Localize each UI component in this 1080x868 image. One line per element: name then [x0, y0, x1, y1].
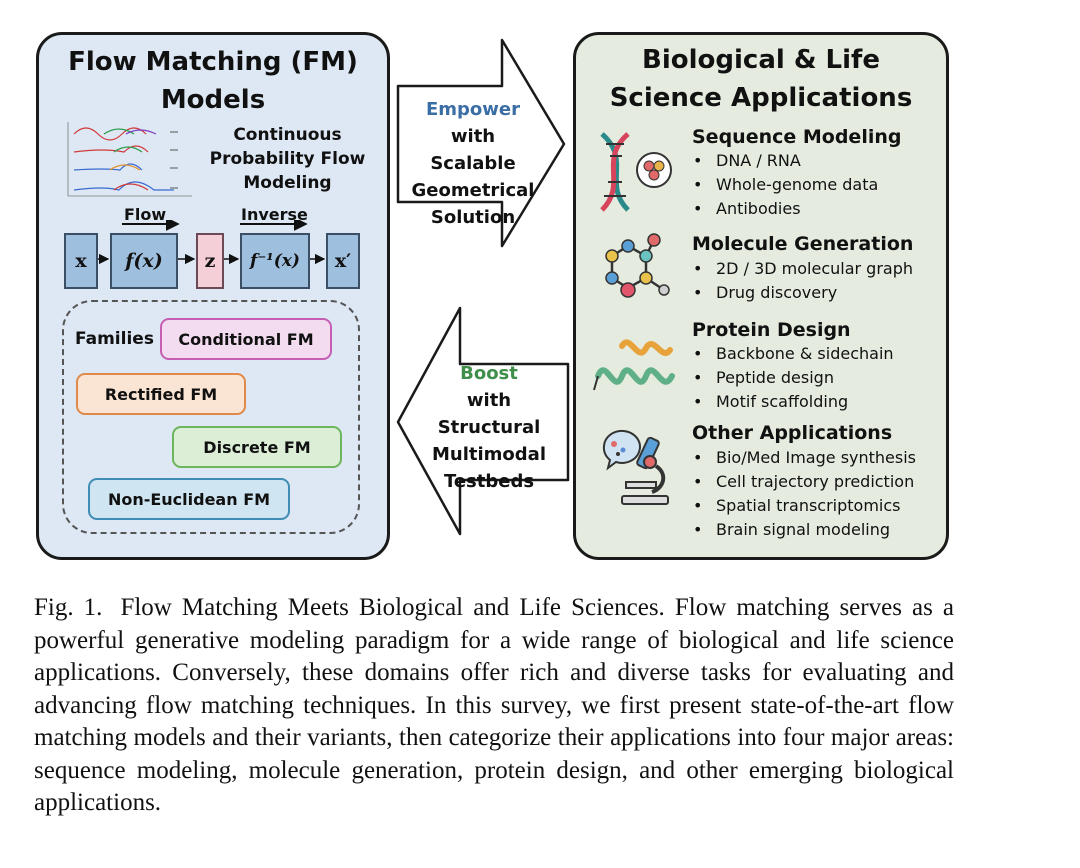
category-other-applications: Other Applications — [692, 422, 893, 444]
boost-line3: Multimodal — [432, 444, 546, 465]
protein-design-list: Backbone & sidechain Peptide design Moti… — [692, 342, 894, 414]
boost-line2: Structural — [437, 417, 541, 438]
inverse-function-label: f⁻¹(x) — [250, 251, 300, 271]
empower-highlight: Empower — [425, 99, 521, 120]
molecule-icon — [605, 233, 670, 298]
list-item: Whole-genome data — [692, 173, 878, 197]
input-x-box: x — [64, 233, 98, 289]
list-item: Bio/Med Image synthesis — [692, 446, 916, 470]
left-panel-title-line1: Flow Matching (FM) — [68, 47, 358, 77]
flow-function-label: f(x) — [125, 250, 163, 272]
boost-line1: with — [466, 390, 512, 411]
list-item: Spatial transcriptomics — [692, 494, 916, 518]
list-item: Backbone & sidechain — [692, 342, 894, 366]
empower-line2: Scalable — [430, 153, 516, 174]
list-item: Antibodies — [692, 197, 878, 221]
list-item: Brain signal modeling — [692, 518, 916, 542]
family-non-euclidean-fm-label: Non-Euclidean FM — [107, 489, 271, 509]
figure-caption: Fig. 1.Flow Matching Meets Biological an… — [34, 592, 954, 820]
left-subtitle-line2: Probability Flow — [209, 149, 366, 169]
latent-z-box: z — [196, 233, 224, 289]
list-item: Motif scaffolding — [692, 390, 894, 414]
category-sequence-modeling: Sequence Modeling — [692, 126, 902, 148]
family-discrete-fm: Discrete FM — [172, 426, 342, 468]
other-applications-list: Bio/Med Image synthesis Cell trajectory … — [692, 446, 916, 542]
flow-label: Flow — [124, 205, 167, 224]
families-region — [62, 300, 360, 534]
left-subtitle-line3: Modeling — [243, 173, 332, 193]
empower-line4: Solution — [430, 207, 516, 228]
empower-text: Empower with Scalable Geometrical Soluti… — [398, 96, 548, 231]
family-conditional-fm: Conditional FM — [160, 318, 332, 360]
input-x-label: x — [75, 250, 87, 272]
category-protein-design: Protein Design — [692, 319, 851, 341]
list-item: Cell trajectory prediction — [692, 470, 916, 494]
dna-icon — [600, 132, 672, 212]
family-rectified-fm-label: Rectified FM — [104, 384, 218, 404]
boost-line4: Testbeds — [443, 471, 535, 492]
protein-helix-icon — [593, 339, 675, 391]
list-item: 2D / 3D molecular graph — [692, 257, 913, 281]
flow-arrows — [96, 220, 326, 265]
family-non-euclidean-fm: Non-Euclidean FM — [88, 478, 290, 520]
category-molecule-generation: Molecule Generation — [692, 233, 914, 255]
list-item: DNA / RNA — [692, 149, 878, 173]
probability-density-icon — [67, 122, 192, 197]
family-conditional-fm-label: Conditional FM — [178, 329, 314, 349]
left-panel-title-line2: Models — [160, 85, 266, 115]
boost-text: Boost with Structural Multimodal Testbed… — [414, 360, 564, 495]
inverse-function-box: f⁻¹(x) — [240, 233, 310, 289]
right-panel-title-line2: Science Applications — [609, 83, 913, 113]
output-x-prime-label: x′ — [334, 250, 352, 272]
family-discrete-fm-label: Discrete FM — [203, 437, 311, 457]
empower-line1: with — [450, 126, 496, 147]
list-item: Peptide design — [692, 366, 894, 390]
empower-line3: Geometrical — [411, 180, 535, 201]
boost-highlight: Boost — [460, 363, 518, 384]
empower-arrow — [396, 38, 566, 248]
inverse-label: Inverse — [241, 205, 308, 224]
caption-text: Flow Matching Meets Biological and Life … — [34, 594, 954, 816]
output-x-prime-box: x′ — [326, 233, 360, 289]
latent-z-label: z — [204, 250, 216, 272]
fm-models-panel — [36, 32, 390, 560]
list-item: Drug discovery — [692, 281, 913, 305]
molecule-generation-list: 2D / 3D molecular graph Drug discovery — [692, 257, 913, 305]
right-panel-title-line1: Biological & Life — [642, 45, 880, 75]
microscope-icon — [602, 429, 669, 505]
sequence-modeling-list: DNA / RNA Whole-genome data Antibodies — [692, 149, 878, 221]
boost-arrow — [396, 306, 570, 536]
family-rectified-fm: Rectified FM — [76, 373, 246, 415]
left-subtitle-line1: Continuous — [233, 125, 342, 145]
families-label: Families — [75, 329, 154, 349]
figure-label: Fig. 1. — [34, 594, 103, 621]
flow-function-box: f(x) — [110, 233, 178, 289]
